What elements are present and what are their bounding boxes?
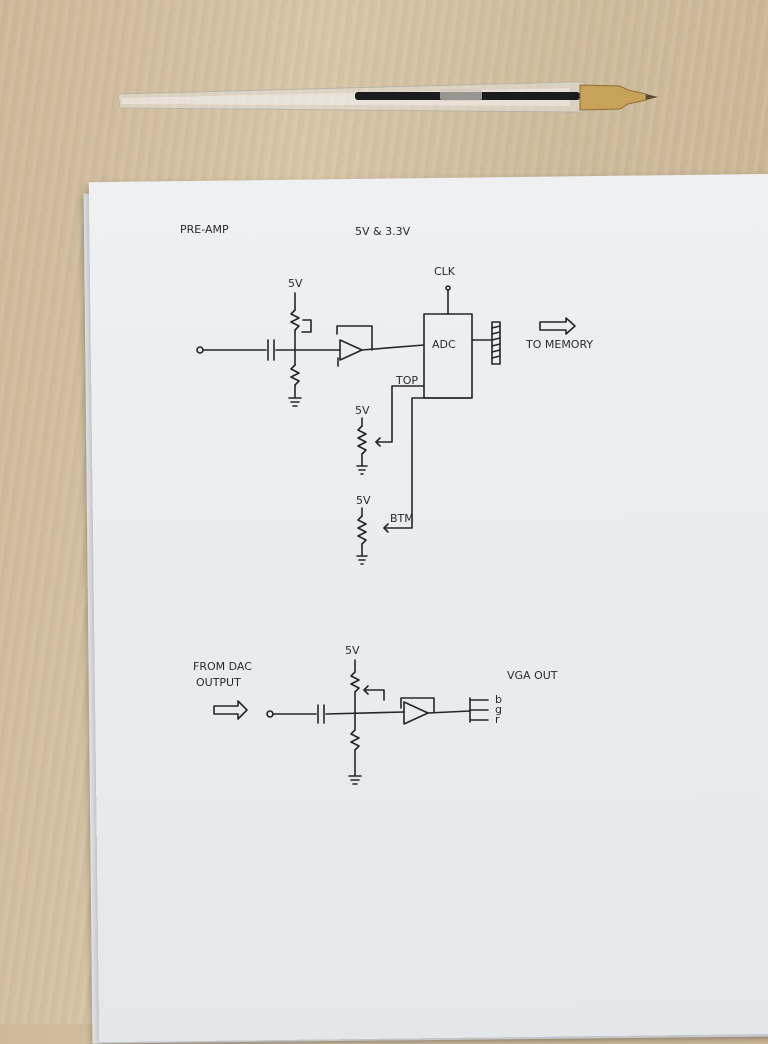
btm-label: BTM: [390, 512, 414, 525]
pin-b-label: b: [495, 693, 502, 706]
ballpoint-pen: [117, 81, 658, 113]
pin-g-label: g: [495, 703, 502, 716]
adc-box: [423, 313, 473, 399]
supply-2-label: 5V: [356, 494, 371, 507]
vga-out-label: VGA OUT: [507, 669, 558, 682]
clk-label: CLK: [434, 265, 456, 278]
pre-amp-circuit: 5V ADC CLK TO MEMORY TOP 5V BTM 5V: [196, 265, 593, 565]
top-label: TOP: [395, 374, 418, 387]
sketch-title: PRE-AMP: [180, 223, 229, 236]
from-dac-line1: FROM DAC: [193, 660, 252, 673]
dac-output-circuit: FROM DAC OUTPUT 5V VGA OUT b g r: [193, 644, 558, 785]
supply-label: 5V: [345, 644, 360, 657]
pot-supply-label: 5V: [288, 277, 303, 290]
supply-note: 5V & 3.3V: [355, 225, 411, 238]
supply-1-label: 5V: [355, 404, 370, 417]
from-dac-line2: OUTPUT: [196, 676, 241, 689]
pin-r-label: r: [495, 713, 500, 726]
adc-label: ADC: [432, 338, 456, 351]
to-memory-label: TO MEMORY: [525, 338, 593, 351]
